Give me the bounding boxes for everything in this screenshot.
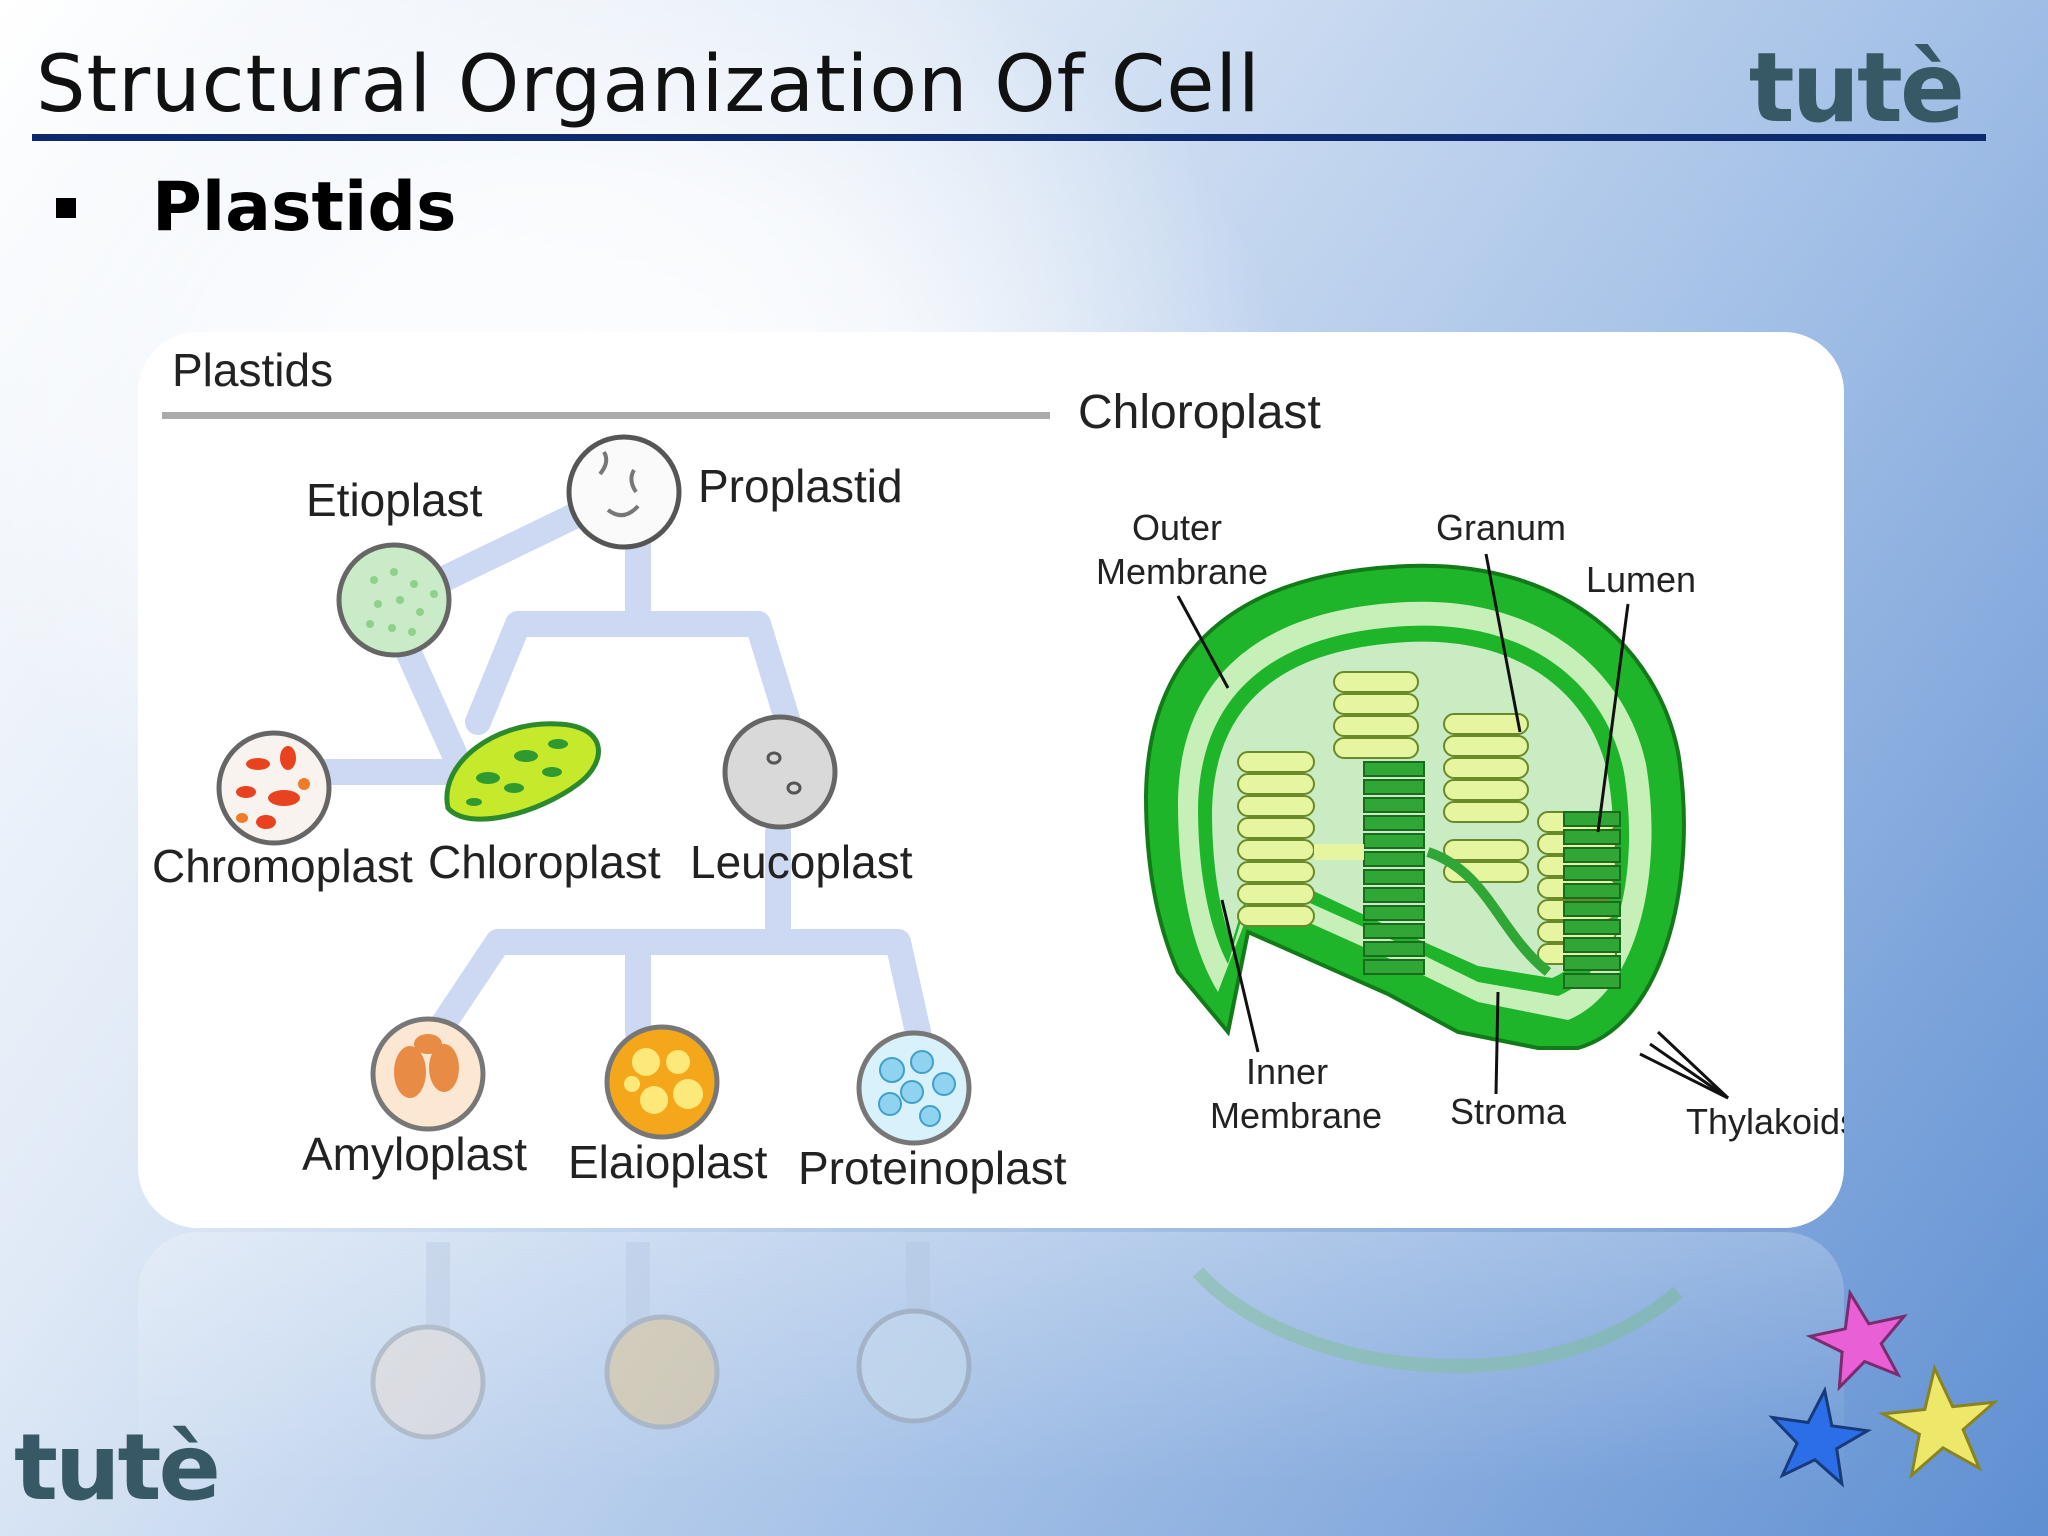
outer-membrane-label-2: Membrane [1096, 551, 1268, 592]
leucoplast-icon [722, 714, 838, 830]
amyloplast-icon [370, 1016, 486, 1132]
yellow-star-icon [1878, 1363, 1999, 1480]
proteinoplast-label: Proteinoplast [798, 1142, 1067, 1194]
chloroplast-label: Chloroplast [428, 836, 661, 888]
bullet-text: Plastids [152, 168, 457, 247]
diagram-panel: Plastids Proplastid [138, 332, 1844, 1228]
etioplast-icon [336, 542, 452, 658]
inner-membrane-label-1: Inner [1246, 1051, 1328, 1092]
lumen-label: Lumen [1586, 559, 1696, 600]
reflection-graphic [370, 1242, 1683, 1440]
etioplast-label: Etioplast [306, 474, 483, 526]
chromoplast-icon [216, 730, 332, 846]
elaioplast-label: Elaioplast [568, 1136, 768, 1188]
proplastid-icon [566, 434, 682, 550]
plastid-diagram: Plastids Proplastid [152, 344, 1844, 1194]
leader-lines [1176, 553, 1730, 1100]
logo-top: tutè [1748, 32, 1965, 144]
slide-title: Structural Organization Of Cell [36, 40, 1261, 130]
outer-membrane-label-1: Outer [1132, 507, 1222, 548]
chromoplast-label: Chromoplast [152, 840, 413, 892]
granum-label: Granum [1436, 507, 1566, 548]
thylakoids-label: Thylakoids [1686, 1101, 1844, 1142]
stroma-label: Stroma [1450, 1091, 1567, 1132]
proteinoplast-icon [856, 1030, 972, 1146]
left-title-rule [162, 412, 1050, 419]
blue-star-icon [1768, 1386, 1872, 1488]
bullet-square-icon [56, 197, 76, 218]
elaioplast-icon [604, 1024, 720, 1140]
chloroplast-cutaway-icon [1143, 563, 1686, 1050]
amyloplast-label: Amyloplast [302, 1128, 527, 1180]
chloroplast-small-icon [444, 721, 601, 822]
decorative-stars-icon [1768, 1288, 1999, 1488]
right-title: Chloroplast [1078, 386, 1321, 439]
panel-reflection [138, 1232, 1844, 1532]
title-underline [32, 134, 1986, 141]
leucoplast-label: Leucoplast [690, 836, 913, 888]
proplastid-label: Proplastid [698, 460, 903, 512]
logo-bottom: tutè [14, 1414, 221, 1521]
pink-star-icon [1805, 1288, 1908, 1392]
left-title: Plastids [172, 344, 333, 396]
inner-membrane-label-2: Membrane [1210, 1095, 1382, 1136]
bullet-item: Plastids [56, 168, 456, 247]
